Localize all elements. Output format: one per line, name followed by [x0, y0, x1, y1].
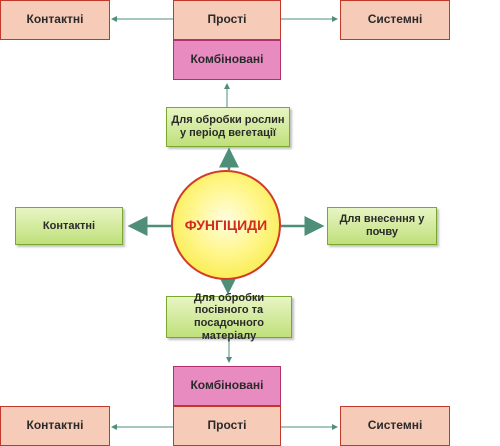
- left-contact-label: Контактні: [42, 219, 96, 232]
- top-simple-label: Прості: [207, 12, 247, 27]
- center-circle: ФУНГІЦИДИ: [171, 170, 281, 280]
- top-category-box: Для обробки рослин у період вегетації: [166, 107, 290, 147]
- left-contact-box: Контактні: [15, 207, 123, 245]
- top-combined-label: Комбіновані: [190, 52, 264, 67]
- center-label: ФУНГІЦИДИ: [184, 217, 268, 233]
- top-category-label: Для обробки рослин у період вегетації: [171, 114, 285, 139]
- right-soil-box: Для внесення у почву: [327, 207, 437, 245]
- right-soil-label: Для внесення у почву: [339, 213, 425, 238]
- bottom-contact-box: Контактні: [0, 406, 110, 446]
- bottom-category-box: Для обробки посівного та посадочного мат…: [166, 292, 292, 342]
- top-systemic-box: Системні: [340, 0, 450, 40]
- bottom-combined-box: Комбіновані: [173, 366, 281, 406]
- bottom-category-label: Для обробки посівного та посадочного мат…: [193, 291, 265, 342]
- top-contact-box: Контактні: [0, 0, 110, 40]
- bottom-simple-box: Прості: [173, 406, 281, 446]
- bottom-systemic-box: Системні: [340, 406, 450, 446]
- top-simple-box: Прості: [173, 0, 281, 40]
- bottom-combined-label: Комбіновані: [190, 378, 264, 393]
- top-systemic-label: Системні: [367, 12, 423, 27]
- bottom-contact-label: Контактні: [26, 418, 84, 433]
- top-contact-label: Контактні: [26, 12, 84, 27]
- top-combined-box: Комбіновані: [173, 40, 281, 80]
- bottom-simple-label: Прості: [207, 418, 247, 433]
- bottom-systemic-label: Системні: [367, 418, 423, 433]
